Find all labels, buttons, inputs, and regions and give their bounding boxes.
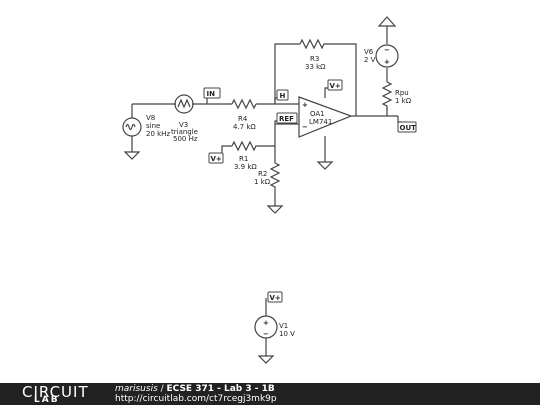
net-tag-oa1-vplus-label: V+ bbox=[330, 82, 341, 90]
net-tag-v1-vplus-label: V+ bbox=[270, 294, 281, 302]
v6-name: V6 bbox=[364, 48, 374, 56]
v3-name: V3 bbox=[179, 121, 188, 129]
v6-minus-sign: − bbox=[384, 46, 390, 54]
v6-value: 2 V bbox=[364, 56, 376, 64]
r3-resistor[interactable]: R3 33 kΩ bbox=[299, 38, 328, 71]
v1-dc-source[interactable]: + − V1 10 V bbox=[254, 315, 295, 339]
v8-ground-icon bbox=[123, 151, 141, 160]
net-tag-ref-label: REF bbox=[279, 115, 294, 123]
r4-resistor[interactable]: R4 4.7 kΩ bbox=[231, 98, 257, 131]
v8-sine-source[interactable]: V8 sine 20 kHz bbox=[122, 114, 170, 138]
net-tag-ref[interactable]: REF bbox=[276, 112, 298, 124]
r1-name: R1 bbox=[239, 155, 248, 163]
logo-top-text: CIRCUIT bbox=[22, 383, 89, 401]
r2-resistor[interactable]: R2 1 kΩ bbox=[254, 162, 281, 189]
r1-resistor[interactable]: R1 3.9 kΩ bbox=[231, 140, 258, 171]
circuit-credit: marisusis / ECSE 371 - Lab 3 - 1B bbox=[115, 384, 275, 395]
v3-type: triangle bbox=[171, 128, 198, 136]
footer-bar: CIRCUIT LAB marisusis / ECSE 371 - Lab 3… bbox=[0, 383, 540, 405]
v8-type: sine bbox=[146, 122, 160, 130]
net-tag-r1-vplus-label: V+ bbox=[211, 155, 222, 163]
net-tag-r1-vplus[interactable]: V+ bbox=[208, 152, 224, 164]
v1-value: 10 V bbox=[279, 330, 295, 338]
circuitlab-logo: CIRCUIT bbox=[22, 384, 89, 400]
v3-freq: 500 Hz bbox=[173, 135, 198, 143]
opamp-minus-sign: − bbox=[302, 123, 308, 131]
logo-bottom-text: LAB bbox=[34, 395, 60, 405]
net-tag-in-label: IN bbox=[207, 90, 216, 98]
circuit-title[interactable]: ECSE 371 - Lab 3 - 1B bbox=[166, 384, 275, 394]
v1-ground-icon bbox=[257, 355, 275, 364]
r2-ground-icon bbox=[266, 205, 284, 214]
v1-plus-sign: + bbox=[263, 319, 269, 327]
oa1-name: OA1 bbox=[310, 110, 325, 118]
r3-name: R3 bbox=[310, 55, 319, 63]
r2-name: R2 bbox=[258, 170, 267, 178]
net-tag-oa1-vplus[interactable]: V+ bbox=[327, 79, 343, 91]
v1-name: V1 bbox=[279, 322, 288, 330]
net-tag-v1-vplus[interactable]: V+ bbox=[267, 291, 283, 303]
net-tag-h[interactable]: H bbox=[276, 89, 289, 101]
oa1-model: LM741 bbox=[309, 118, 332, 126]
rpu-name: Rpu bbox=[395, 89, 409, 97]
net-tag-h-label: H bbox=[280, 92, 286, 100]
r2-value: 1 kΩ bbox=[254, 178, 271, 186]
v8-freq: 20 kHz bbox=[146, 130, 170, 138]
net-tag-out-label: OUT bbox=[400, 124, 417, 132]
v1-minus-sign: − bbox=[263, 330, 269, 338]
r3-value: 33 kΩ bbox=[305, 63, 326, 71]
circuitlab-logo-sub: LAB bbox=[34, 395, 60, 405]
v6-plus-sign: + bbox=[384, 58, 390, 66]
r1-value: 3.9 kΩ bbox=[234, 163, 257, 171]
wires bbox=[131, 26, 402, 356]
r4-value: 4.7 kΩ bbox=[233, 123, 256, 131]
credit-separator: / bbox=[157, 384, 167, 394]
rpu-resistor[interactable]: Rpu 1 kΩ bbox=[381, 81, 412, 110]
author-link[interactable]: marisusis bbox=[115, 384, 158, 394]
rpu-value: 1 kΩ bbox=[395, 97, 412, 105]
oa1-ground-icon bbox=[316, 161, 334, 170]
oa1-opamp[interactable]: + − OA1 LM741 bbox=[298, 96, 353, 138]
v8-name: V8 bbox=[146, 114, 155, 122]
circuit-url-link[interactable]: http://circuitlab.com/ct7rcegj3mk9p bbox=[115, 394, 277, 404]
schematic-canvas: V8 sine 20 kHz V3 triangle 500 Hz IN R4 … bbox=[122, 16, 417, 364]
net-tag-out[interactable]: OUT bbox=[397, 121, 417, 133]
v6-top-triangle-icon bbox=[377, 16, 397, 27]
v6-dc-source[interactable]: − + V6 2 V bbox=[364, 44, 399, 68]
v3-triangle-source[interactable]: V3 triangle 500 Hz bbox=[171, 94, 198, 143]
net-tag-in[interactable]: IN bbox=[203, 87, 221, 99]
r4-name: R4 bbox=[238, 115, 248, 123]
opamp-plus-sign: + bbox=[302, 101, 308, 109]
